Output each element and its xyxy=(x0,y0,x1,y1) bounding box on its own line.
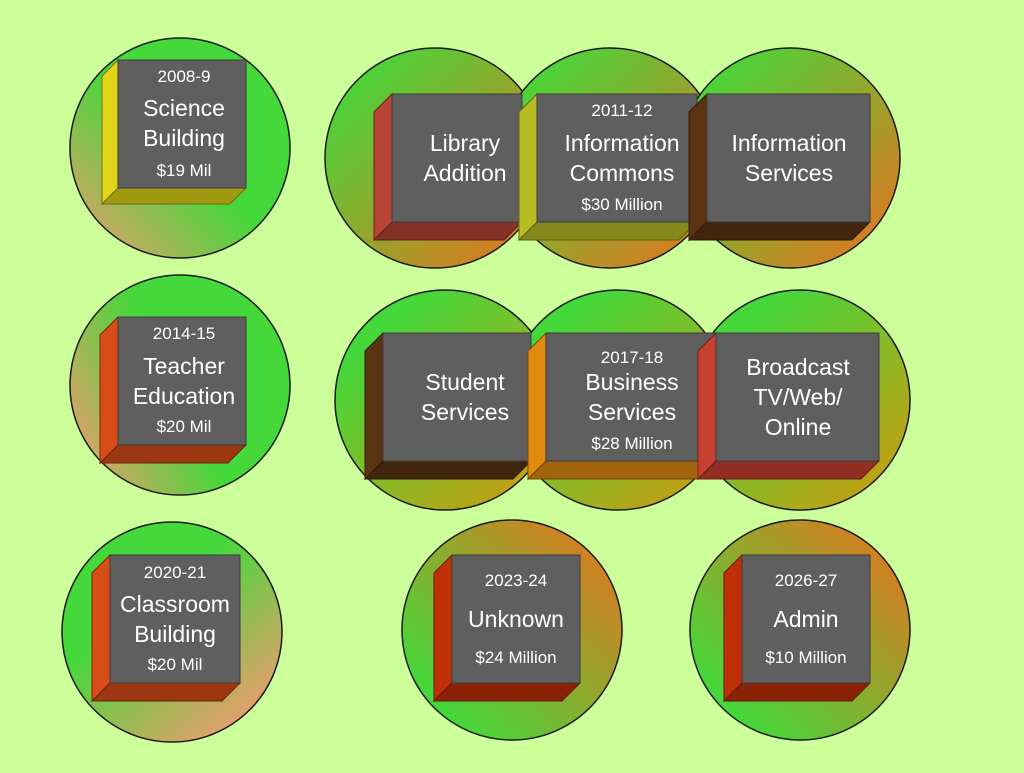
title-line-info-services-2: Services xyxy=(744,160,834,186)
box-business xyxy=(526,331,718,481)
title-line-info-services-1: Information xyxy=(731,130,847,156)
title-line-admin-1: Admin xyxy=(773,606,839,632)
title-line-broadcast-2: TV/Web/ xyxy=(753,384,843,410)
box-library xyxy=(372,92,524,242)
title-line-library-1: Library xyxy=(429,130,501,156)
box-science xyxy=(100,58,248,206)
title-line-library-2: Addition xyxy=(423,160,507,186)
period-label-business: 2017-18 xyxy=(600,348,664,367)
title-line-classroom-1: Classroom xyxy=(120,591,230,617)
title-line-teacher-2: Education xyxy=(132,383,236,409)
box-classroom xyxy=(90,553,242,703)
box-info-commons xyxy=(517,92,699,242)
period-label-unknown: 2023-24 xyxy=(484,571,548,590)
period-label-admin: 2026-27 xyxy=(774,571,838,590)
period-label-classroom: 2020-21 xyxy=(143,563,207,582)
title-line-info-commons-2: Commons xyxy=(569,160,675,186)
cost-label-business: $28 Million xyxy=(591,434,673,453)
title-line-broadcast-3: Online xyxy=(764,414,832,440)
title-line-student-2: Services xyxy=(420,399,510,425)
title-line-science-2: Building xyxy=(143,125,225,151)
box-teacher xyxy=(98,315,248,465)
period-label-info-commons: 2011-12 xyxy=(591,101,653,120)
title-line-classroom-2: Building xyxy=(134,621,216,647)
title-line-science-1: Science xyxy=(143,95,225,121)
cost-label-unknown: $24 Million xyxy=(475,648,557,667)
period-label-teacher: 2014-15 xyxy=(152,324,216,343)
period-label-science: 2008-9 xyxy=(157,67,211,86)
title-line-business-1: Business xyxy=(585,369,679,395)
cost-label-info-commons: $30 Million xyxy=(581,195,663,214)
title-line-business-2: Services xyxy=(587,399,677,425)
cost-label-teacher: $20 Mil xyxy=(156,417,212,436)
box-admin xyxy=(722,553,872,703)
box-student xyxy=(363,331,533,481)
title-line-info-commons-1: Information xyxy=(564,130,680,156)
cost-label-science: $19 Mil xyxy=(156,161,212,180)
title-line-teacher-1: Teacher xyxy=(143,353,225,379)
box-info-services xyxy=(687,92,872,242)
cost-label-classroom: $20 Mil xyxy=(147,655,203,674)
title-line-unknown-1: Unknown xyxy=(468,606,564,632)
title-line-broadcast-1: Broadcast xyxy=(746,354,850,380)
cost-label-admin: $10 Million xyxy=(765,648,847,667)
box-unknown xyxy=(432,553,582,703)
box-broadcast xyxy=(696,331,881,481)
title-line-student-1: Student xyxy=(425,369,505,395)
